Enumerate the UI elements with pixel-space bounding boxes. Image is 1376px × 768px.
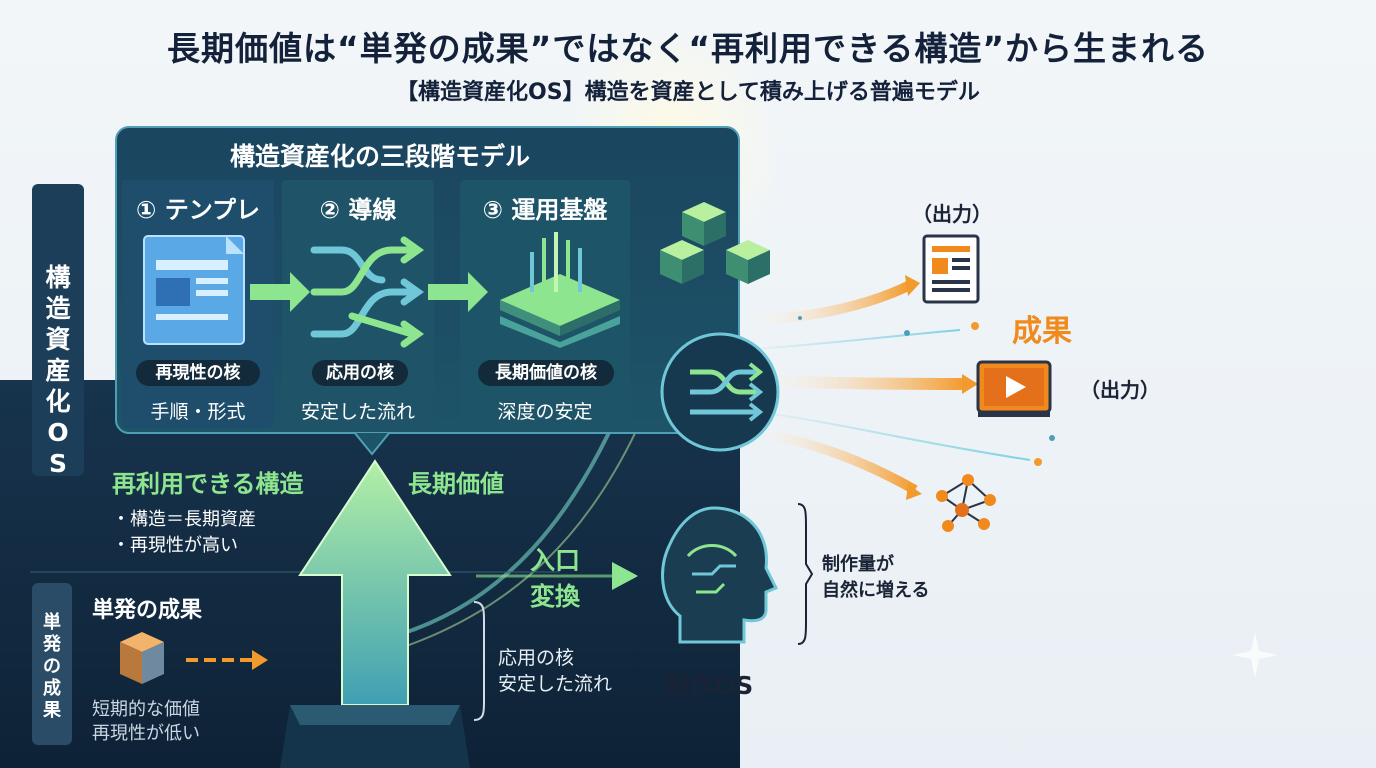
single-notes: 短期的な価値 再現性が低い bbox=[92, 699, 200, 744]
spark-dot bbox=[971, 322, 979, 330]
flow-circle-icon bbox=[660, 332, 780, 452]
production-os-label: 制作OS bbox=[664, 671, 754, 700]
cubes-icon bbox=[660, 202, 770, 284]
flow-icon bbox=[310, 236, 425, 348]
document-icon bbox=[922, 234, 980, 304]
single-side-label: 単 発 の 成 果 bbox=[43, 612, 61, 721]
note-bracket bbox=[473, 601, 485, 721]
output-label-mid: （出力） bbox=[1080, 378, 1160, 402]
entry-arrow bbox=[476, 562, 638, 590]
single-box-icon bbox=[120, 632, 268, 684]
sparkle-icon bbox=[1232, 632, 1278, 678]
reuse-bullet: ・再現性が高い bbox=[112, 535, 238, 556]
core-badge-template: 再現性の核 bbox=[136, 360, 260, 386]
step-desc-flow: 安定した流れ bbox=[300, 401, 415, 423]
flow-note: 応用の核 安定した流れ bbox=[498, 647, 613, 695]
long-value-label: 長期価値 bbox=[408, 470, 504, 498]
result-label: 成果 bbox=[1012, 314, 1072, 349]
head-icon bbox=[661, 506, 779, 644]
step-arrow bbox=[250, 272, 310, 312]
step-label-template: ① テンプレ bbox=[136, 196, 260, 224]
page-title: 長期価値は“単発の成果”ではなく“再利用できる構造”から生まれる bbox=[166, 29, 1210, 68]
single-heading: 単発の成果 bbox=[92, 598, 203, 623]
step-label-flow: ② 導線 bbox=[319, 196, 397, 224]
step-icons bbox=[143, 232, 620, 348]
side-bar bbox=[32, 184, 84, 476]
entry-transform-label: 入口 変換 bbox=[530, 546, 581, 611]
growth-bracket bbox=[797, 503, 814, 645]
stream-to-document bbox=[739, 280, 913, 325]
template-icon bbox=[143, 235, 245, 345]
platform-icon bbox=[500, 232, 620, 348]
step-column-flow bbox=[282, 180, 434, 428]
side-label: 構 造 資 産 化 O S bbox=[45, 263, 71, 478]
spark-dot bbox=[1034, 458, 1042, 466]
spark-dot bbox=[798, 316, 802, 320]
step-desc-platform: 深度の安定 bbox=[497, 401, 593, 423]
core-badge-flow: 応用の核 bbox=[312, 360, 408, 386]
os-icons bbox=[660, 202, 780, 644]
network-icon bbox=[936, 474, 996, 532]
reuse-bullet: ・構造＝長期資産 bbox=[112, 509, 256, 530]
flow-line bbox=[739, 329, 961, 351]
long-value-arrow bbox=[280, 459, 470, 768]
spark-dot bbox=[1049, 435, 1055, 441]
step-arrow bbox=[428, 272, 488, 312]
arrowhead bbox=[906, 484, 922, 500]
growth-note: 制作量が 自然に増える bbox=[822, 554, 930, 601]
step-label-platform: ③ 運用基盤 bbox=[482, 196, 608, 224]
arrowhead bbox=[962, 374, 978, 394]
step-desc-template: 手順・形式 bbox=[150, 401, 246, 423]
core-badge-platform: 長期価値の核 bbox=[478, 360, 614, 386]
arrowhead bbox=[905, 275, 920, 296]
stream-to-network bbox=[739, 425, 918, 495]
single-side-bar bbox=[32, 583, 72, 745]
page-subtitle: 【構造資産化OS】構造を資産として積み上げる普遍モデル bbox=[396, 80, 980, 105]
spark-dot bbox=[904, 330, 910, 336]
reuse-heading: 再利用できる構造 bbox=[112, 470, 304, 498]
panel-title: 構造資産化の三段階モデル bbox=[229, 142, 530, 171]
video-icon bbox=[976, 360, 1052, 417]
output-label-top: （出力） bbox=[912, 202, 992, 226]
panel-pointer bbox=[352, 432, 392, 456]
